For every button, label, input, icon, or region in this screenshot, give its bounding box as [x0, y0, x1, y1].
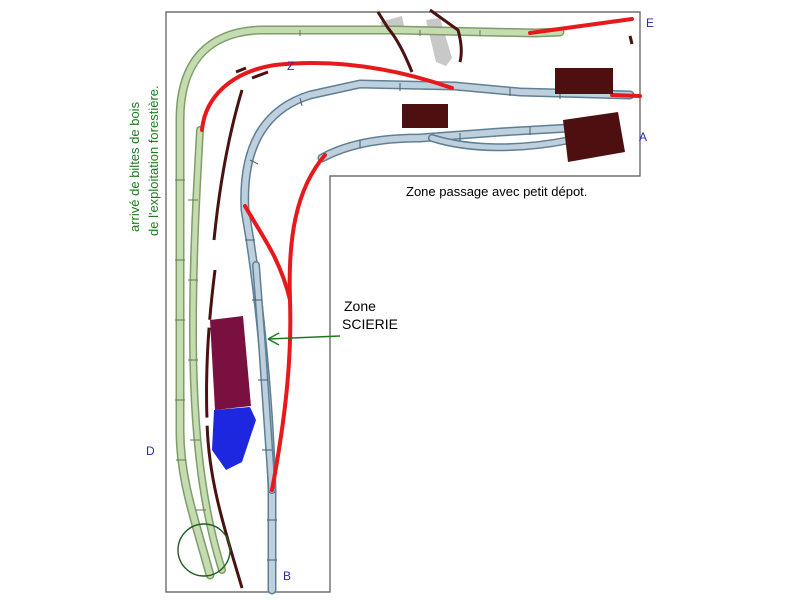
building-center — [402, 104, 448, 128]
turntable-circle — [177, 523, 231, 577]
scierie-building — [210, 316, 251, 410]
water-basin — [212, 407, 256, 470]
building-a — [563, 112, 625, 162]
vertical-annotation-line1: arrivé de biltes de bois — [127, 101, 142, 232]
point-e-label: E — [646, 16, 654, 30]
blue-track — [240, 79, 635, 595]
building-top-right — [555, 68, 613, 94]
zone-scierie-line2: SCIERIE — [342, 316, 398, 332]
vertical-annotation-line2: de l'exploitation forestière. — [146, 85, 161, 236]
board-outline — [165, 11, 641, 593]
point-a-label: A — [639, 130, 647, 144]
point-b-label: B — [283, 569, 291, 583]
zone-depot-label: Zone passage avec petit dépot. — [406, 184, 587, 199]
zone-scierie-line1: Zone — [344, 298, 376, 314]
point-d-label: D — [146, 444, 155, 458]
point-z-label: Z — [287, 59, 294, 73]
scierie-arrow — [267, 332, 341, 346]
green-track — [175, 25, 565, 580]
red-track — [200, 17, 642, 492]
